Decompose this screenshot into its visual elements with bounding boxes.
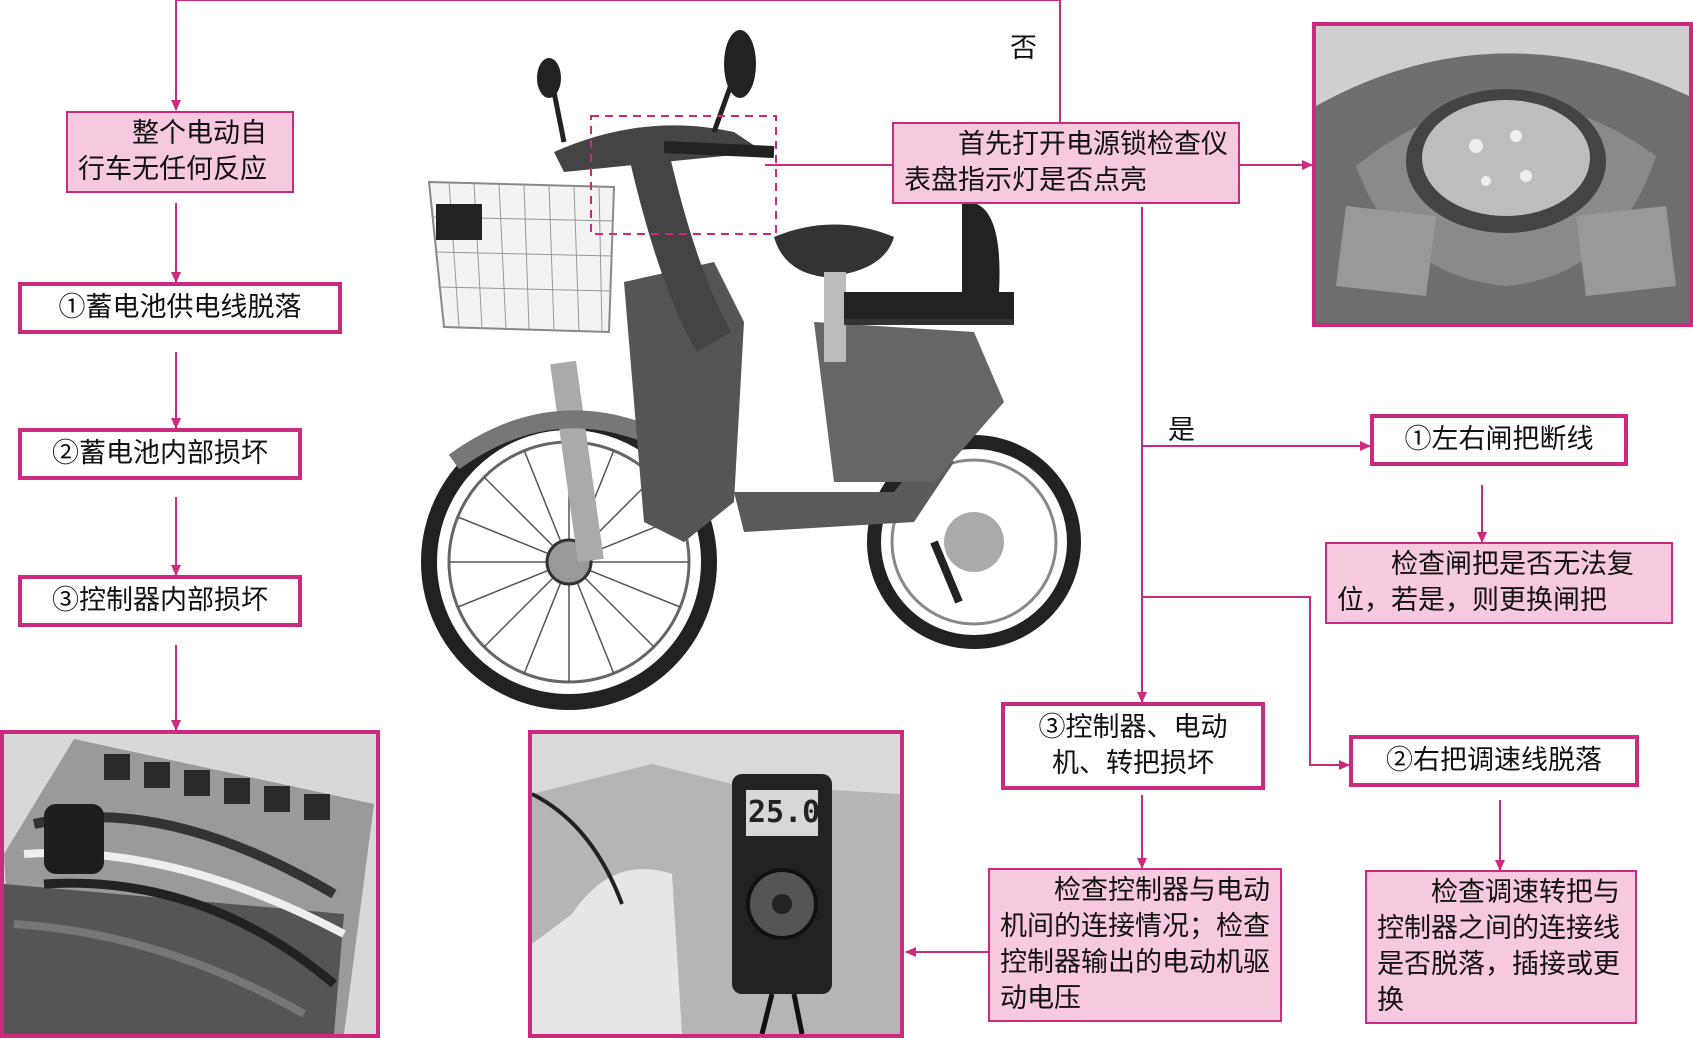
check-power-lock-box: 首先打开电源锁检查仪表盘指示灯是否点亮: [892, 122, 1240, 204]
dashboard-photo: [1312, 22, 1693, 327]
yes-label: 是: [1168, 415, 1195, 446]
multimeter-reading: 25.0: [748, 795, 821, 830]
cause-controller-motor-throttle: ③控制器、电动机、转把损坏: [1001, 702, 1265, 790]
brake-action-box: 检查闸把是否无法复位，若是，则更换闸把: [1325, 542, 1673, 624]
controller-board-photo: [0, 730, 380, 1038]
cause-controller-internal: ③控制器内部损坏: [18, 575, 302, 627]
cause-throttle-wire: ②右把调速线脱落: [1349, 735, 1639, 787]
no-label: 否: [1010, 33, 1037, 64]
cause-battery-wire: ①蓄电池供电线脱落: [18, 282, 342, 334]
no-response-box: 整个电动自行车无任何反应: [66, 111, 294, 193]
multimeter-test-photo: 25.0: [528, 730, 904, 1038]
electric-bicycle-photo: [414, 22, 1114, 722]
cause-brake-wire: ①左右闸把断线: [1370, 414, 1628, 466]
throttle-action-box: 检查调速转把与控制器之间的连接线是否脱落，插接或更换: [1365, 870, 1637, 1024]
controller-action-box: 检查控制器与电动机间的连接情况；检查控制器输出的电动机驱动电压: [988, 868, 1282, 1022]
cause-battery-damage: ②蓄电池内部损坏: [18, 428, 302, 480]
